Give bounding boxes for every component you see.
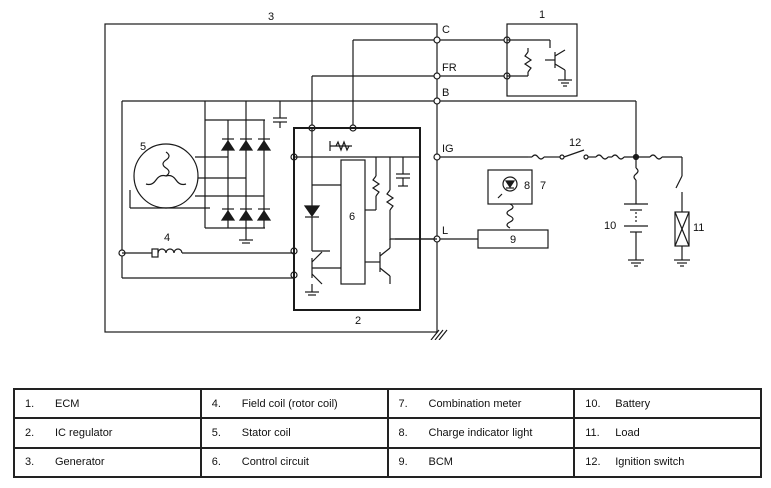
legend-cell: 11. Load xyxy=(573,417,762,449)
terminal-wires xyxy=(121,39,637,278)
ic-regulator-number: 2 xyxy=(355,315,361,327)
ic-regulator-internals xyxy=(294,128,437,296)
bcm-number: 9 xyxy=(510,234,516,246)
legend-number: 4. xyxy=(211,397,221,410)
battery xyxy=(624,157,648,267)
legend-cell: 1. ECM xyxy=(13,387,202,420)
legend-label: IC regulator xyxy=(55,426,113,439)
legend-number: 7. xyxy=(398,397,408,410)
legend-cell: 3. Generator xyxy=(13,446,202,479)
stator-coil-number: 5 xyxy=(140,141,146,153)
charge-indicator-light-number: 8 xyxy=(524,180,530,192)
generator-box xyxy=(104,23,438,333)
legend-label: Combination meter xyxy=(428,397,522,410)
legend-row: 2. IC regulator 5. Stator coil 8. Charge in… xyxy=(13,417,762,449)
ignition-switch-circuit xyxy=(528,149,682,161)
legend-row: 3. Generator 6. Control circuit 9. BCM 12. I… xyxy=(13,446,762,479)
legend-number: 9. xyxy=(398,456,408,469)
load-number: 11 xyxy=(693,222,704,234)
legend-cell: 9. BCM xyxy=(386,446,576,479)
legend-cell: 12. Ignition switch xyxy=(573,446,762,479)
legend-label: Generator xyxy=(55,456,105,469)
field-coil xyxy=(122,248,294,279)
legend-label: Charge indicator light xyxy=(428,426,533,439)
legend-number: 11. xyxy=(585,426,600,439)
legend-table: 1. ECM 4. Field coil (rotor coil) 7. Combin… xyxy=(13,387,762,479)
ignition-switch-number: 12 xyxy=(569,137,581,149)
ecm-module xyxy=(506,23,578,97)
stator-coil xyxy=(129,143,264,209)
bcm-box xyxy=(477,229,549,249)
terminal-fr-label: FR xyxy=(442,62,457,74)
ecm-number: 1 xyxy=(539,9,545,21)
field-coil-number: 4 xyxy=(164,232,170,244)
legend-number: 10. xyxy=(585,397,601,410)
legend-label: Stator coil xyxy=(241,426,291,439)
legend-label: Load xyxy=(615,426,640,439)
legend-cell: 5. Stator coil xyxy=(199,417,389,449)
legend-number: 1. xyxy=(25,397,35,410)
legend-cell: 8. Charge indicator light xyxy=(386,417,576,449)
legend-cell: 7. Combination meter xyxy=(386,387,576,420)
legend-cell: 2. IC regulator xyxy=(13,417,202,449)
battery-number: 10 xyxy=(604,220,616,232)
legend-cell: 6. Control circuit xyxy=(199,446,389,479)
charging-system-wiring-diagram: 3 C FR B IG L xyxy=(104,9,704,340)
combination-meter xyxy=(487,169,533,229)
legend-label: Battery xyxy=(615,397,651,410)
combination-meter-number: 7 xyxy=(540,180,546,192)
legend-number: 8. xyxy=(398,426,408,439)
legend-label: BCM xyxy=(428,456,453,469)
legend-cell: 4. Field coil (rotor coil) xyxy=(199,387,389,420)
ground-hatch xyxy=(430,329,448,340)
legend-label: Control circuit xyxy=(241,456,309,469)
terminal-c-label: C xyxy=(442,24,450,36)
rectifier-diodes xyxy=(204,101,287,244)
terminal-l-label: L xyxy=(442,225,448,237)
legend-cell: 10. Battery xyxy=(573,387,762,420)
legend-label: Field coil (rotor coil) xyxy=(241,397,338,410)
legend-label: Ignition switch xyxy=(615,456,685,469)
control-circuit-block xyxy=(340,159,366,285)
legend-number: 3. xyxy=(25,456,35,469)
legend-number: 5. xyxy=(211,426,221,439)
legend-row: 1. ECM 4. Field coil (rotor coil) 7. Combin… xyxy=(13,387,762,420)
terminal-ig-label: IG xyxy=(442,143,454,155)
generator-number: 3 xyxy=(268,11,274,23)
control-circuit-number: 6 xyxy=(349,211,355,223)
legend-number: 6. xyxy=(211,456,221,469)
terminal-b-label: B xyxy=(442,87,449,99)
legend-number: 2. xyxy=(25,426,35,439)
load xyxy=(674,157,690,267)
legend-label: ECM xyxy=(55,397,80,410)
legend-number: 12. xyxy=(585,456,601,469)
ic-regulator-box xyxy=(293,127,421,311)
